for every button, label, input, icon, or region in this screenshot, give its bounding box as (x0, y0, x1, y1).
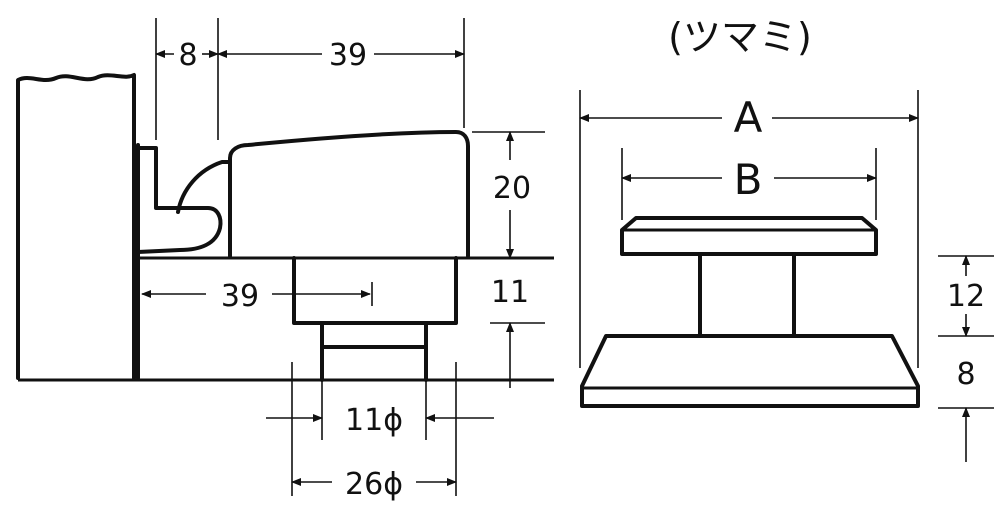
dim-label-b: B (734, 155, 763, 204)
dim-label-20: 20 (493, 171, 531, 206)
dim-label-26-dia: 26ϕ (345, 467, 403, 502)
knob-body (228, 130, 470, 258)
knob-base (580, 334, 920, 408)
dim-label-11-dia: 11ϕ (345, 403, 403, 438)
lower-body-outline (292, 256, 458, 382)
dim-label-39-inner: 39 (221, 279, 259, 314)
right-view: (ツマミ) A B 12 8 (579, 15, 994, 462)
knob-cap (620, 216, 878, 256)
dim-label-11: 11 (491, 275, 529, 310)
wall-outline (16, 73, 136, 380)
dim-label-a: A (734, 93, 763, 142)
left-view: 8 39 20 11 39 11ϕ 26ϕ (16, 18, 554, 502)
dim-label-12: 12 (947, 279, 985, 314)
dim-label-39-top: 39 (329, 38, 367, 73)
bracket-outline (136, 146, 223, 254)
bracket-curve (176, 160, 230, 214)
dim-label-8: 8 (178, 38, 197, 73)
dim-label-8-right: 8 (956, 357, 975, 392)
view-title: (ツマミ) (668, 15, 812, 59)
